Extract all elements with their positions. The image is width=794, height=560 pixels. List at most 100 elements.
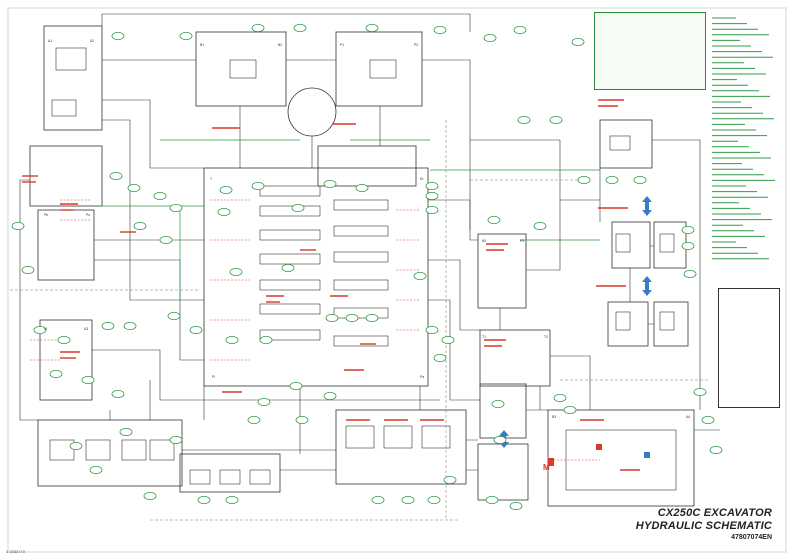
callout-bubble <box>123 321 137 330</box>
schematic-subtitle: HYDRAULIC SCHEMATIC <box>635 520 772 532</box>
callout-bubble <box>441 335 455 344</box>
component-list-panel <box>594 12 706 90</box>
callout-bubble <box>259 335 273 344</box>
callout-bubble <box>513 25 527 34</box>
travel-motor-left-block <box>43 25 103 131</box>
callout-bubble <box>21 265 35 274</box>
callout-bubble <box>169 203 183 212</box>
callout-bubble <box>133 221 147 230</box>
callout-bubble <box>553 393 567 402</box>
right-travel-valve-b <box>611 221 651 269</box>
schematic-title: CX250C EXCAVATOR <box>657 507 772 519</box>
callout-bubble <box>323 391 337 400</box>
callout-bubble <box>189 325 203 334</box>
callout-bubble <box>433 353 447 362</box>
callout-bubble <box>413 271 427 280</box>
callout-bubble <box>425 325 439 334</box>
callout-bubble <box>633 175 647 184</box>
port-label: Ps <box>86 213 90 217</box>
callout-bubble <box>153 191 167 200</box>
tank-markers <box>548 444 650 466</box>
callout-bubble <box>109 171 123 180</box>
callout-bubble <box>605 175 619 184</box>
callout-bubble <box>443 475 457 484</box>
callout-bubble <box>425 205 439 214</box>
port-label: T1 <box>482 335 486 339</box>
callout-bubble <box>49 369 63 378</box>
callout-bubble <box>225 495 239 504</box>
callout-bubble <box>683 269 697 278</box>
port-label: A4 <box>686 415 690 419</box>
callout-bubble <box>217 207 231 216</box>
callout-bubble <box>281 263 295 272</box>
callout-bubble <box>365 23 379 32</box>
callout-bubble <box>433 25 447 34</box>
port-label: A1 <box>48 39 52 43</box>
callout-bubble <box>197 495 211 504</box>
port-label: P1 <box>340 43 344 47</box>
callout-bubble <box>257 397 271 406</box>
callout-bubble <box>127 183 141 192</box>
cushion-valve-block <box>477 233 527 309</box>
pilot-label-stubs <box>22 99 640 471</box>
rotary-joint-block <box>479 329 551 387</box>
callout-bubble <box>293 23 307 32</box>
callout-bubble <box>219 185 233 194</box>
callout-bubble <box>425 191 439 200</box>
callout-bubble <box>69 441 83 450</box>
solenoid-valve-block <box>179 453 281 493</box>
drain-lines <box>100 139 600 300</box>
callout-bubble <box>289 381 303 390</box>
callout-bubble <box>709 445 723 454</box>
callout-bubble <box>111 389 125 398</box>
callout-bubble <box>247 415 261 424</box>
callout-bubble <box>681 241 695 250</box>
callout-bubble <box>533 221 547 230</box>
part-number: 47807074EN <box>731 534 772 541</box>
tank-port-m-label: M <box>543 463 550 472</box>
callout-bubble <box>355 183 369 192</box>
callout-bubble <box>493 435 507 444</box>
callout-bubble <box>167 311 181 320</box>
callout-bubble <box>291 203 305 212</box>
swing-motor-block <box>39 319 93 401</box>
callout-bubble <box>325 313 339 322</box>
port-label: Dr <box>420 177 424 181</box>
main-control-valve <box>203 167 429 387</box>
callout-bubble <box>509 501 523 510</box>
callout-bubble <box>483 34 497 43</box>
right-travel-valve-a <box>599 119 653 169</box>
drawing-border <box>7 7 787 553</box>
port-label: A2 <box>90 39 94 43</box>
port-label: M <box>44 327 47 331</box>
port-label: B1 <box>200 43 204 47</box>
arm-cylinder-block <box>335 31 423 107</box>
callout-bubble <box>365 313 379 322</box>
callout-bubble <box>323 179 337 188</box>
callout-bubble <box>427 495 441 504</box>
callout-bubble <box>143 491 157 500</box>
pilot-lines <box>30 199 600 461</box>
callout-bubble <box>577 175 591 184</box>
callout-bubble <box>119 427 133 436</box>
port-label: B2 <box>278 43 282 47</box>
pressure-lines <box>19 13 720 471</box>
callout-bubble <box>225 335 239 344</box>
callout-bubble <box>425 181 439 190</box>
callout-bubble <box>371 495 385 504</box>
boom-cylinder-block <box>195 31 287 107</box>
callout-bubble <box>101 321 115 330</box>
callout-bubble <box>517 116 531 125</box>
callout-bubble <box>251 23 265 32</box>
callout-bubble <box>33 325 47 334</box>
callout-bubble <box>401 495 415 504</box>
callout-bubble <box>57 335 71 344</box>
callout-bubble <box>693 387 707 396</box>
port-label: Pa <box>420 375 424 379</box>
line-legend-panel <box>718 288 780 408</box>
port-label: B4 <box>482 239 486 243</box>
callout-bubble <box>491 399 505 408</box>
callout-bubble <box>229 267 243 276</box>
callout-bubble <box>295 415 309 424</box>
callout-bubble <box>345 313 359 322</box>
